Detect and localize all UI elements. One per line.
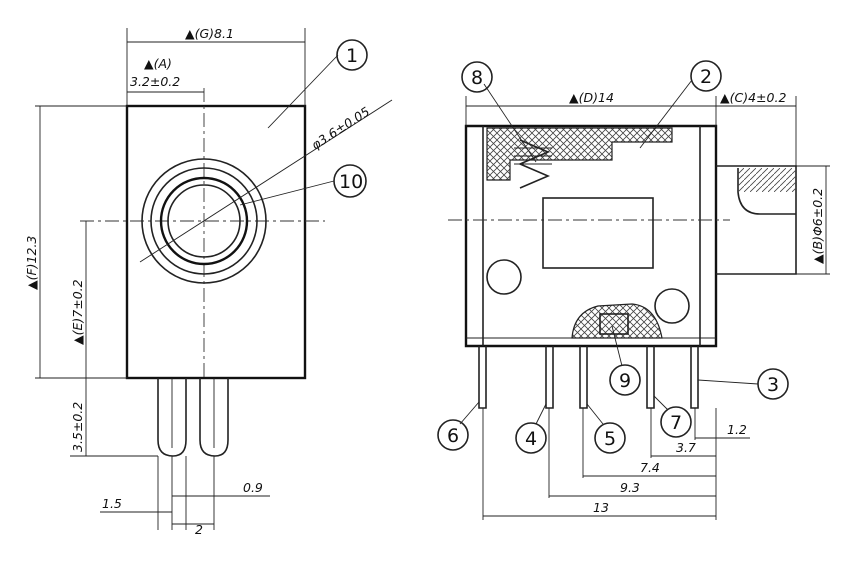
callout-5-leader (586, 403, 604, 425)
dim-13-label: 13 (593, 500, 609, 515)
left-view: ▲(G)8.1 ▲(A) 3.2±0.2 ▲(F)12.3 ▲(E)7±0.2 … (24, 26, 393, 537)
body-window (542, 197, 654, 269)
callout-9-leader (611, 325, 623, 367)
pin-5 (579, 346, 588, 409)
left-pin-b (199, 378, 229, 457)
hole-leader (139, 99, 393, 263)
callout-3-label: 3 (767, 374, 779, 396)
right-body-outline (464, 124, 718, 348)
callout-1-leader (267, 54, 339, 129)
dim-a-value: 3.2±0.2 (130, 74, 180, 89)
callout-4-circle (515, 422, 547, 454)
pin-6 (478, 346, 487, 409)
callout-9-circle (609, 364, 641, 396)
right-view: ▲(D)14 ▲(C)4±0.2 ▲(B)Φ6±0.2 1.2 3.7 7.4 … (437, 60, 830, 520)
callout-2-label: 2 (700, 66, 712, 88)
dim-09-label: 0.9 (243, 480, 263, 495)
jack-ring-2 (150, 167, 258, 275)
callout-7-label: 7 (670, 412, 682, 434)
dim-d-label: ▲(D)14 (569, 90, 614, 105)
callout-8-leader (483, 83, 537, 163)
callout-5-circle (594, 422, 626, 454)
callout-3-circle (757, 368, 789, 400)
callout-8-label: 8 (471, 67, 483, 89)
mount-hole-left (486, 259, 522, 295)
dim-pin-len-label: 3.5±0.2 (70, 402, 85, 452)
callout-7-circle (660, 406, 692, 438)
pin-4 (545, 346, 554, 409)
callout-10-circle (333, 164, 367, 198)
callout-7-leader (653, 395, 669, 411)
dim-74-label: 7.4 (640, 460, 660, 475)
top-spring-hatch (486, 127, 673, 181)
dim-hole-label: φ3.6±0.05 (308, 104, 372, 153)
barrel-outline (716, 165, 797, 275)
pin-3 (690, 346, 699, 409)
callout-5-label: 5 (604, 428, 616, 450)
barrel-inner (737, 168, 796, 215)
callout-9-label: 9 (619, 370, 631, 392)
jack-ring-3 (159, 176, 249, 266)
callout-3-leader (697, 379, 759, 385)
callout-10-leader (239, 180, 335, 206)
callout-6-circle (437, 419, 469, 451)
dim-g-label: ▲(G)8.1 (185, 26, 234, 41)
dim-f-label: ▲(F)12.3 (24, 236, 39, 290)
jack-outer-ring (141, 158, 267, 284)
jack-hole (167, 184, 241, 258)
callout-1-label: 1 (346, 45, 358, 67)
callout-10-label: 10 (339, 171, 363, 193)
dim-93-label: 9.3 (620, 480, 640, 495)
pin-7 (646, 346, 655, 409)
callout-4-leader (535, 403, 547, 425)
callout-6-leader (459, 401, 480, 425)
left-body-outline (125, 104, 307, 380)
bottom-contact-hatch (571, 303, 663, 339)
dim-2-label: 2 (195, 522, 203, 537)
dim-c-label: ▲(C)4±0.2 (720, 90, 786, 105)
callout-2-leader (639, 79, 693, 149)
mount-hole-right (654, 288, 690, 324)
callout-6-label: 6 (447, 425, 459, 447)
spring-coil (517, 139, 551, 189)
dim-12-label: 1.2 (727, 422, 747, 437)
callout-4-label: 4 (525, 428, 537, 450)
dim-15-label: 1.5 (102, 496, 122, 511)
left-pin-a (157, 378, 187, 457)
dim-b-label: ▲(B)Φ6±0.2 (810, 188, 825, 264)
callout-2-circle (690, 60, 722, 92)
barrel-hatch (738, 168, 796, 192)
dim-a-label: ▲(A) (144, 56, 172, 71)
callout-8-circle (461, 61, 493, 93)
callout-1-circle (336, 39, 368, 71)
dim-37-label: 3.7 (676, 440, 696, 455)
dim-e-label: ▲(E)7±0.2 (70, 279, 85, 345)
